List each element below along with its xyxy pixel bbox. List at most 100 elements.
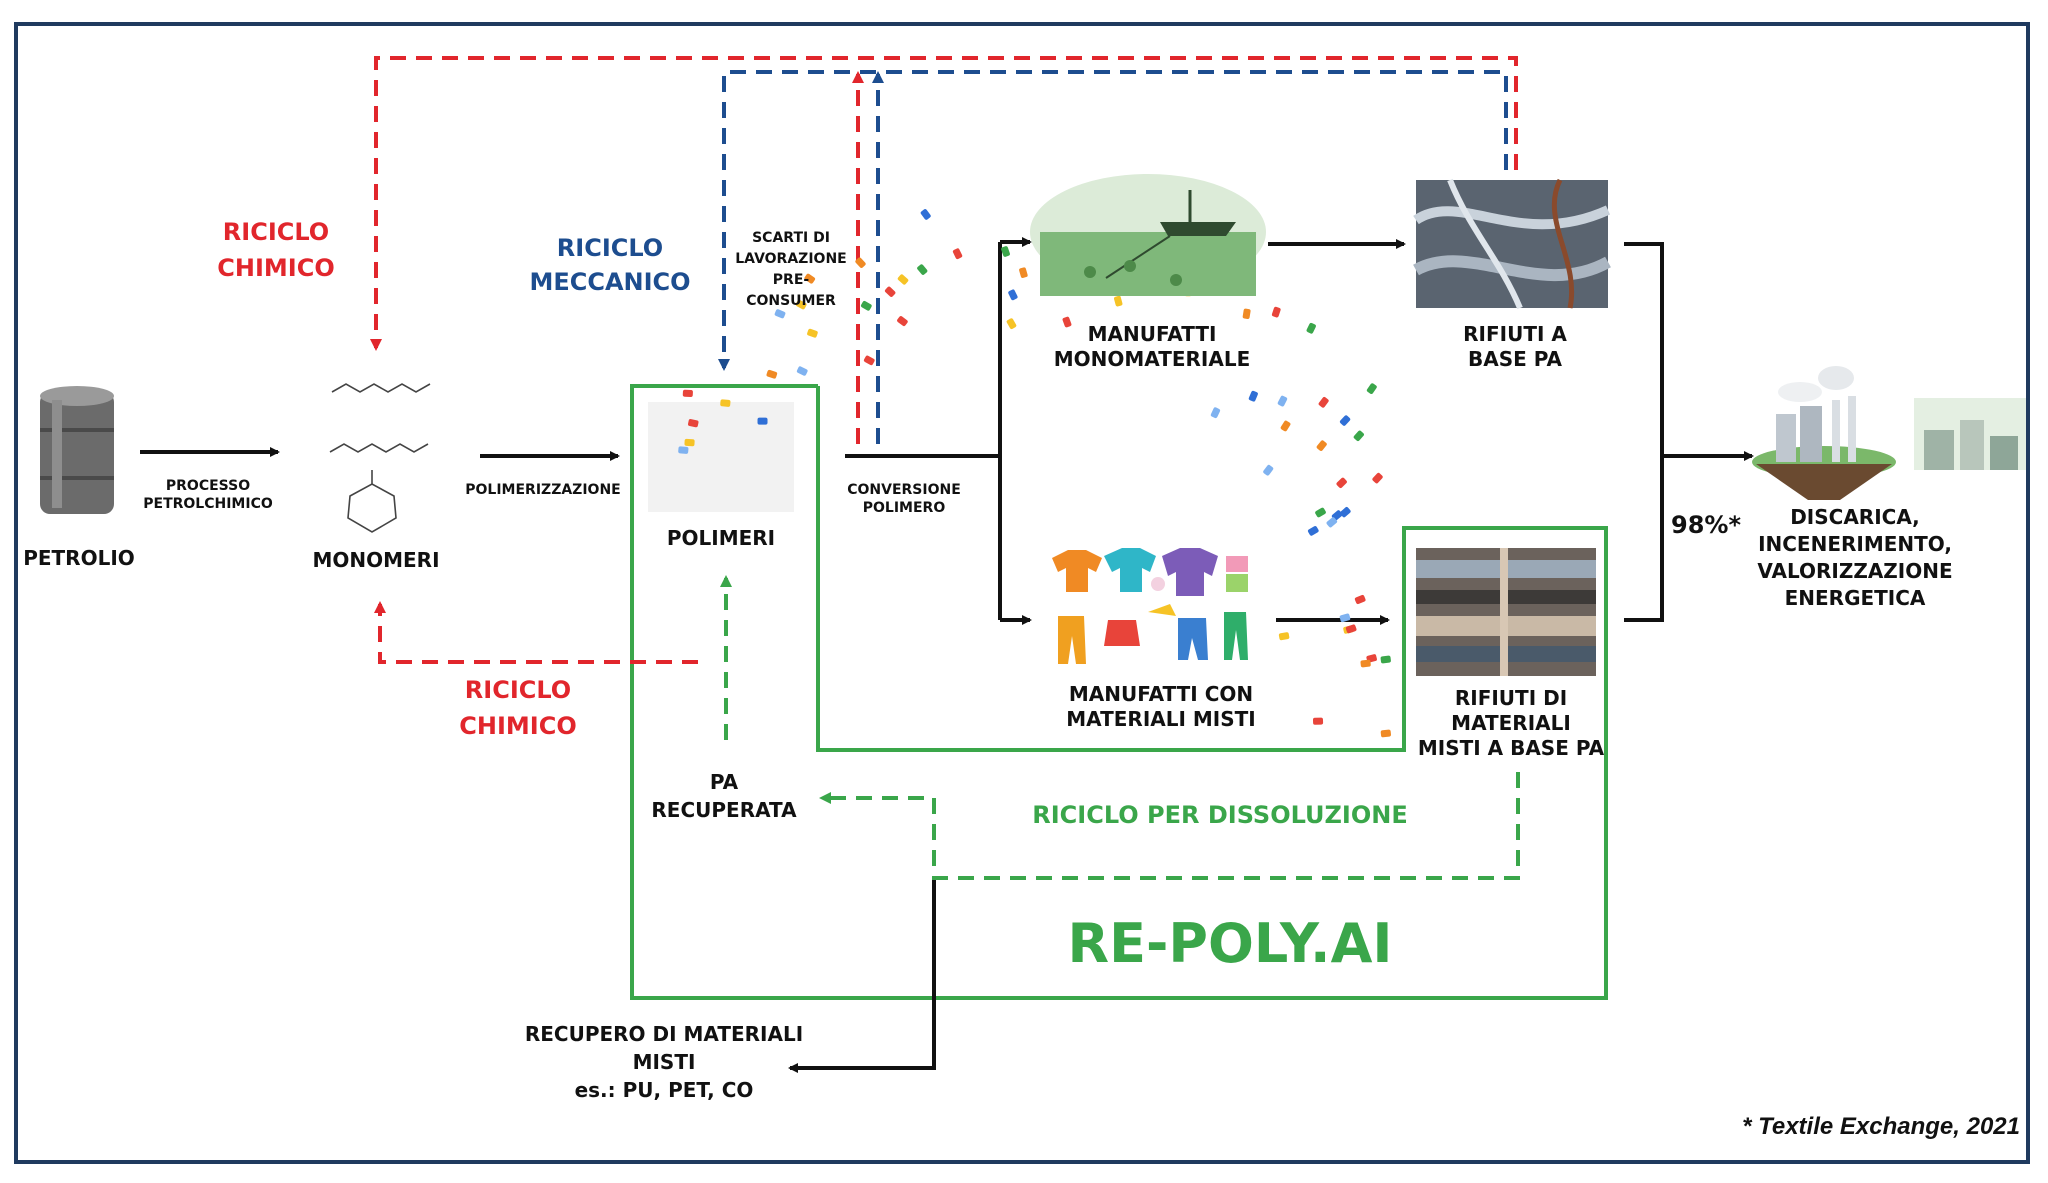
node-manufatti-monomateriale: MANUFATTI MONOMATERIALE [1022, 322, 1282, 372]
polymer-pellet [766, 369, 778, 379]
node-polimeri: POLIMERI [666, 526, 776, 550]
polymer-pellet [813, 295, 825, 306]
polymer-pellet [928, 268, 940, 279]
label-riciclo-chimico-bottom-line1: RICICLO [464, 676, 572, 704]
polymer-pellet [774, 309, 786, 319]
arrow-recupero-misti [788, 880, 936, 1073]
bracket-rifiuti [1624, 242, 1664, 622]
polymer-pellet [1248, 390, 1258, 402]
polymer-pellet [832, 290, 844, 301]
label-percentuale: 98%* [1671, 511, 1741, 539]
edge-processo-line2: PETROLCHIMICO [143, 495, 273, 512]
edge-processo-line1: PROCESSO [165, 478, 251, 494]
polymer-pellet [726, 335, 737, 344]
node-rifiuti-pa-line2: BASE PA [1467, 347, 1563, 371]
polymer-pellet [1312, 717, 1324, 725]
polymer-pellet [1380, 655, 1391, 664]
polymer-pellet [678, 446, 689, 454]
polymer-pellet [1357, 636, 1368, 646]
polymer-pellet [1353, 430, 1364, 442]
polymer-pellet [1271, 306, 1281, 318]
polymer-pellet [863, 355, 875, 366]
monomer-molecules-icon [329, 383, 431, 533]
polymer-pellet [1001, 246, 1010, 257]
polymer-pellet [1326, 517, 1338, 528]
industrial-plant-icon [1914, 398, 2026, 470]
polymer-pellets-icon [648, 209, 1396, 738]
edge-conversione-line2: POLIMERO [862, 499, 946, 516]
edge-conversione-polimero: CONVERSIONE POLIMERO [834, 482, 974, 517]
polymer-pellet [1008, 289, 1018, 301]
footnote: * Textile Exchange, 2021 [1742, 1113, 2020, 1140]
polymer-pellet [1318, 397, 1329, 408]
polymer-pellet [1242, 308, 1251, 319]
node-rifiuti-misti: RIFIUTI DI MATERIALI MISTI A BASE PA [1396, 686, 1626, 761]
node-pa-recuperata-line1: PA [709, 770, 739, 794]
polymer-pellet [897, 316, 908, 327]
polymer-pellet [920, 209, 931, 220]
polymer-pellet [1345, 624, 1357, 634]
node-manufatti-misti-line1: MANUFATTI CON [1068, 682, 1254, 706]
label-riciclo-chimico-bottom-line2: CHIMICO [459, 712, 577, 740]
node-rifiuti-misti-line3: MISTI A BASE PA [1417, 736, 1605, 760]
polymer-pellet [952, 248, 963, 260]
polymer-pellet [807, 328, 818, 338]
node-rifiuti-pa-line1: RIFIUTI A [1463, 322, 1567, 346]
polymer-pellet [1113, 295, 1123, 307]
node-monomeri: MONOMERI [312, 548, 440, 572]
polymer-pellet [1360, 659, 1371, 668]
node-manufatti-mono-line2: MONOMATERIALE [1053, 347, 1251, 371]
polymer-pellet [897, 274, 909, 285]
polymer-pellet [1385, 722, 1396, 730]
polymer-pellet [1277, 395, 1288, 407]
node-rifiuti-misti-line2: MATERIALI [1451, 711, 1571, 735]
node-rifiuti-misti-line1: RIFIUTI DI [1454, 686, 1568, 710]
polymer-pellet [1019, 267, 1028, 278]
node-recupero-misti: RECUPERO DI MATERIALI MISTI es.: PU, PET… [514, 1020, 814, 1104]
polymer-pellet [1340, 507, 1351, 518]
node-manufatti-misti-line2: MATERIALI MISTI [1066, 707, 1256, 731]
textile-waste-icon [1416, 548, 1596, 676]
chemical-recycling-lines [370, 56, 1518, 664]
polymer-pellet [1278, 632, 1290, 641]
polymer-pellet [1307, 526, 1319, 536]
node-destino-line4: ENERGETICA [1784, 586, 1926, 610]
polymer-pellet [1372, 472, 1383, 484]
label-riciclo-chimico-top: RICICLO CHIMICO [186, 214, 366, 286]
polymer-pellet [804, 273, 816, 284]
label-riciclo-dissoluzione: RICICLO PER DISSOLUZIONE [1032, 801, 1408, 829]
polymer-pellet [1167, 344, 1175, 355]
clothes-icon [1052, 548, 1248, 664]
flow-arrows [140, 237, 1754, 1073]
node-petrolio: PETROLIO [23, 546, 135, 570]
mechanical-recycling-lines [718, 70, 1508, 444]
node-pa-recuperata-line2: RECUPERATA [651, 798, 797, 822]
label-riciclo-meccanico-line1: RICICLO [556, 234, 664, 262]
outer-frame [14, 22, 2030, 1164]
node-destino-line2: INCENERIMENTO, [1758, 532, 1952, 556]
polymer-pellet [682, 389, 693, 398]
polymer-pellet [917, 264, 928, 275]
factory-island-icon [1752, 366, 1896, 500]
label-riciclo-meccanico: RICICLO MECCANICO [510, 232, 710, 299]
edge-scarti-pre-consumer: SCARTI DI LAVORAZIONE PRE- CONSUMER [716, 228, 866, 312]
edge-scarti-line3: PRE- [772, 272, 810, 288]
node-manufatti-mono-line1: MANUFATTI [1087, 322, 1217, 346]
polymer-pellet [1280, 420, 1291, 432]
node-recupero-misti-line1: RECUPERO DI MATERIALI [524, 1022, 804, 1046]
project-title: RE-POLY.AI [1067, 912, 1393, 975]
polymer-pellet [796, 366, 808, 376]
edge-polimerizzazione: POLIMERIZZAZIONE [465, 482, 621, 498]
edge-scarti-line2: LAVORAZIONE [735, 251, 847, 267]
node-destino: DISCARICA, INCENERIMENTO, VALORIZZAZIONE… [1740, 504, 1970, 612]
polymer-pellet [1006, 318, 1017, 330]
polymer-pellet [1263, 464, 1274, 476]
repoly-box [630, 384, 1608, 1000]
polymer-pellet [1315, 507, 1326, 518]
edge-processo-petrolchimico: PROCESSO PETROLCHIMICO [128, 478, 288, 513]
polymer-pellet [688, 419, 699, 428]
fishing-nets-icon [1413, 178, 1611, 310]
node-pa-recuperata: PA RECUPERATA [634, 768, 814, 824]
